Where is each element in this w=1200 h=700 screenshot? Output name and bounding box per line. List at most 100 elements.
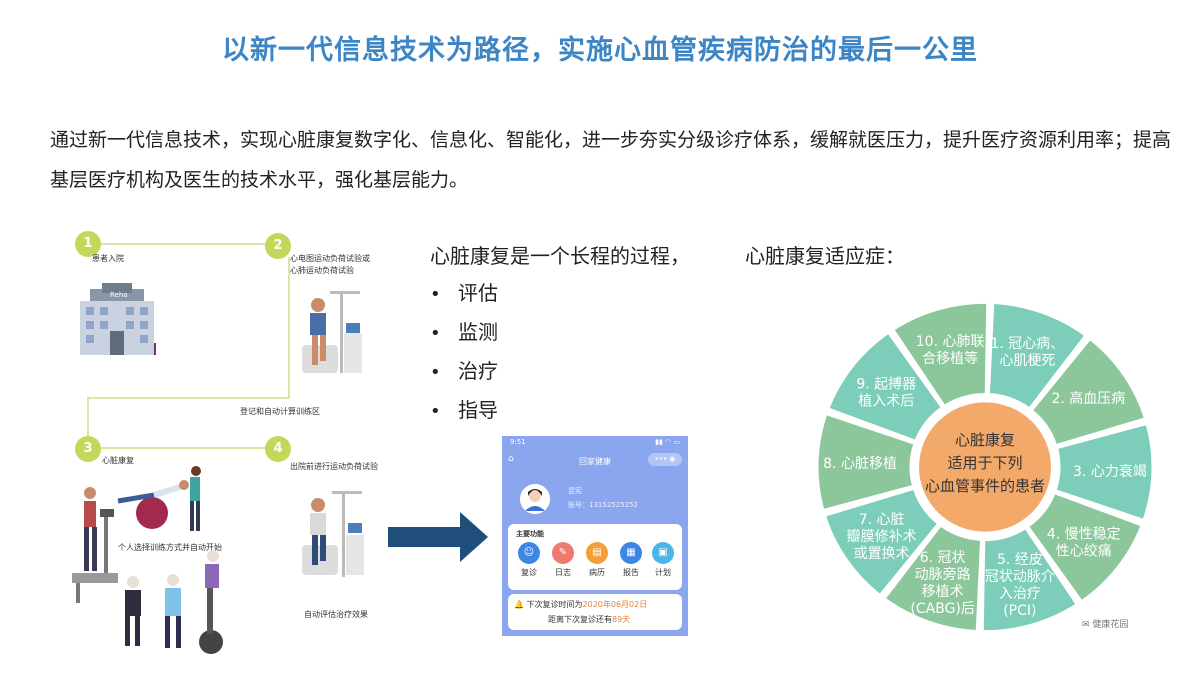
bullet-item: • 评估 (430, 278, 498, 317)
wheel-segment (1053, 421, 1155, 523)
step-1-badge: 1 (75, 231, 101, 257)
days-left-line: 距离下次复诊还有89天 (548, 614, 630, 625)
avatar[interactable] (520, 484, 550, 514)
wheel-center-label: 心脏康复适用于下列心血管事件的患者 (925, 431, 1045, 495)
wheel-center (919, 402, 1051, 532)
bullet-item: • 治疗 (430, 356, 498, 395)
exercise-bike-icon (302, 291, 362, 373)
bullet-text: 指导 (458, 398, 498, 422)
step-3-label: 心脏康复 (102, 456, 134, 465)
step-2-badge: 2 (265, 233, 291, 259)
wheel-segment (881, 522, 984, 634)
flow-line (87, 397, 89, 437)
function-plan[interactable]: ▣ 计划 (648, 542, 678, 578)
calendar-icon: ▣ (652, 542, 674, 564)
wheel-segment (815, 411, 917, 513)
function-record[interactable]: ▤ 病历 (582, 542, 612, 578)
result-label: 自动评估治疗效果 (304, 610, 368, 619)
flow-line (88, 447, 278, 449)
bullet-dot: • (430, 284, 441, 305)
function-label: 复诊 (521, 568, 537, 577)
flow-line (88, 397, 290, 399)
status-time: 9:51 (510, 438, 526, 446)
user-icon: ☺ (518, 542, 540, 564)
wheel-segment-label: 5. 经皮冠状动脉介入治疗(PCI) (985, 552, 1055, 619)
folder-icon: ▤ (586, 542, 608, 564)
next-visit-date: 2020年06月02日 (582, 600, 648, 609)
bullet-item: • 监测 (430, 317, 498, 356)
menu-capsule[interactable]: ••• ◉ (648, 453, 682, 466)
wheel-segment (980, 525, 1080, 634)
wheel-segment (1025, 490, 1145, 604)
document-icon: ▦ (620, 542, 642, 564)
flow-line (288, 257, 290, 397)
wheel-segment-label: 1. 冠心病、心肌梗死 (990, 336, 1064, 369)
function-label: 计划 (655, 568, 671, 577)
wheel-segment-label: 3. 心力衰竭 (1073, 463, 1147, 480)
step-4-badge: 4 (265, 436, 291, 462)
wheel-segment-label: 7. 心脏瓣膜修补术或置换术 (847, 512, 917, 562)
function-revisit[interactable]: ☺ 复诊 (514, 542, 544, 578)
indications-heading: 心脏康复适应症： (745, 244, 905, 268)
watermark: ✉ 健康花园 (1082, 617, 1128, 630)
function-log[interactable]: ✎ 日志 (548, 542, 578, 578)
status-icons: ▮▮ ◠ ▭ (655, 438, 680, 446)
ball-exercise-icon (117, 466, 201, 531)
user-account: 账号：13152525252 (568, 501, 638, 509)
next-visit-prefix: 下次复诊时间为 (526, 600, 583, 609)
bell-icon: 🔔 (514, 600, 524, 609)
treadmill-icon (72, 487, 118, 603)
bullet-item: • 指导 (430, 395, 498, 434)
next-visit-line: 🔔 下次复诊时间为2020年06月02日 (514, 599, 647, 610)
wheel-segment-label: 6. 冠状动脉旁路移植术(CABG)后 (910, 550, 974, 617)
bullet-dot: • (430, 323, 441, 344)
process-heading: 心脏康复是一个长程的过程， (430, 244, 690, 268)
process-bullet-list: • 评估 • 监测 • 治疗 • 指导 (430, 278, 498, 434)
bullet-text: 治疗 (458, 359, 498, 383)
wheel-segment (986, 300, 1089, 412)
step-1-label: 患者入院 (92, 254, 124, 263)
user-name: 昆宪 (568, 487, 582, 495)
step-2-label: 心电图运动负荷试验或 心肺运动负荷试验 (290, 254, 370, 275)
home-icon[interactable]: ⌂ (508, 454, 514, 464)
mobile-app-screenshot: 9:51 ▮▮ ◠ ▭ ⌂ 回家健康 ••• ◉ 昆宪 账号：131525252… (502, 436, 688, 636)
functions-title: 主要功能 (516, 530, 544, 538)
wheel-segment (890, 300, 990, 409)
function-label: 日志 (555, 568, 571, 577)
next-visit-card[interactable]: 🔔 下次复诊时间为2020年06月02日 距离下次复诊还有89天 (508, 594, 682, 630)
function-label: 病历 (589, 568, 605, 577)
rehab-flow-diagram: 1 患者入院 2 心电图运动负荷试验或 心肺运动负荷试验 登记和自动计算训练区 … (60, 225, 390, 665)
bullet-dot: • (430, 362, 441, 383)
flow-line (88, 243, 278, 245)
wheel-segment-label: 10. 心肺联合移植等 (916, 334, 985, 367)
wheel-segment (825, 330, 945, 444)
connector-label: 登记和自动计算训练区 (240, 407, 320, 416)
days-value: 89天 (612, 615, 631, 624)
intro-paragraph: 通过新一代信息技术，实现心脏康复数字化、信息化、智能化，进一步夯实分级诊疗体系，… (50, 129, 1172, 191)
function-report[interactable]: ▦ 报告 (616, 542, 646, 578)
wheel-segment-label: 9. 起搏器植入术后 (856, 375, 916, 409)
app-title: 回家健康 (579, 457, 611, 466)
pencil-icon: ✎ (552, 542, 574, 564)
exercise-bike-icon (302, 491, 364, 577)
function-label: 报告 (623, 568, 639, 577)
wheel-segment-label: 4. 慢性稳定性心绞痛 (1047, 526, 1121, 560)
building-sign: Reha (110, 291, 128, 299)
bullet-text: 评估 (458, 281, 498, 305)
step-4-label: 出院前进行运动负荷试验 (290, 462, 378, 471)
person-label: 个人选择训练方式并自动开始 (118, 543, 222, 552)
chat-icon: ✉ (1082, 620, 1090, 630)
step-3-badge: 3 (75, 436, 101, 462)
wheel-segment (822, 486, 941, 598)
bullet-text: 监测 (458, 320, 498, 344)
wheel-segment (1029, 336, 1148, 448)
right-arrow-icon (388, 512, 488, 562)
wheel-segment-label: 8. 心脏移植 (823, 456, 897, 472)
page-title: 以新一代信息技术为路径，实施心血管疾病防治的最后一公里 (222, 35, 978, 66)
bullet-dot: • (430, 401, 441, 422)
watermark-text: 健康花园 (1092, 620, 1129, 630)
functions-card: 主要功能 ☺ 复诊 ✎ 日志 ▤ 病历 ▦ 报告 ▣ 计划 (508, 524, 682, 590)
wheel-segment-label: 2. 高血压病 (1051, 390, 1125, 407)
hospital-icon (80, 283, 156, 355)
